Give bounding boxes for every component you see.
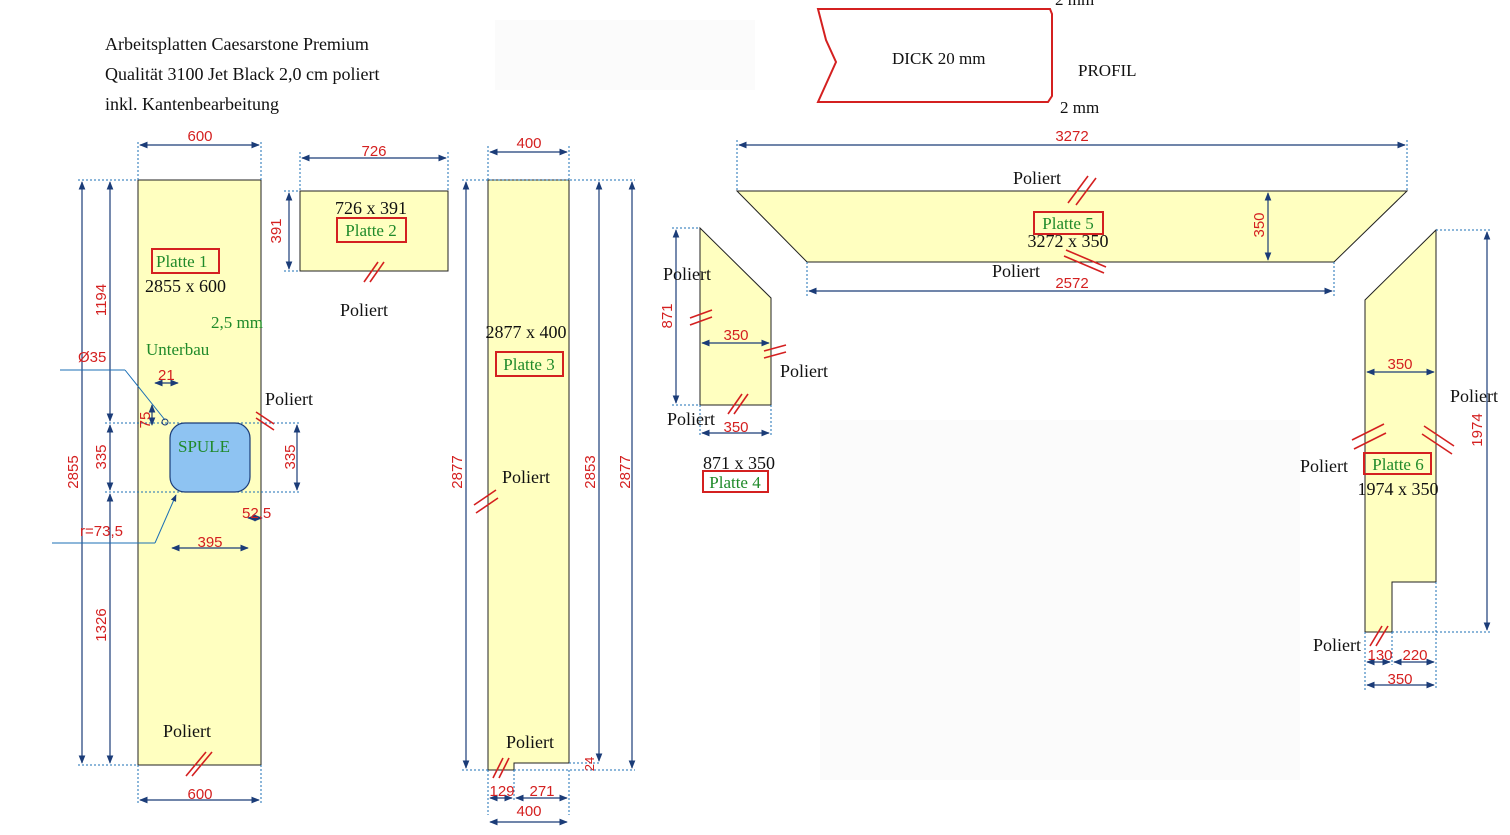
plate-6-width-bottom: 350 (1387, 671, 1412, 688)
plate-4: 871 x 350 Platte 4 871 350 350 Poliert P… (659, 226, 828, 493)
plate-6-width-top: 350 (1387, 356, 1412, 373)
plate-2-name: Platte 2 (345, 221, 396, 240)
plate-2-size: 726 x 391 (335, 198, 407, 218)
plate-4-shape (699, 226, 772, 406)
plate-2-label-box (336, 217, 407, 243)
plate-3-width-top: 400 (516, 135, 541, 152)
plate-1-width-top: 600 (187, 128, 212, 145)
tap-hole-offset-x: 21 (158, 367, 175, 384)
plate-4-size: 871 x 350 (703, 453, 775, 473)
plate-1-seg-mid: 335 (93, 444, 110, 469)
plate-2-polished: Poliert (340, 300, 388, 320)
plate-4-width-mid: 350 (723, 327, 748, 344)
plate-6-bottom-left: 130 (1367, 647, 1392, 664)
plate-6-size: 1974 x 350 (1358, 479, 1439, 499)
plate-1-mount-note: Unterbau (146, 340, 210, 359)
plate-1-label-box (151, 248, 220, 274)
plate-3-length-left: 2877 (449, 455, 466, 488)
plate-1-seg-bottom: 1326 (93, 608, 110, 641)
plate-3-bottom-right: 271 (529, 783, 554, 800)
plate-2: 726 x 391 Platte 2 726 391 Poliert (268, 143, 449, 320)
plate-3-polished-mid: Poliert (502, 467, 550, 487)
plate-1-width-bottom: 600 (187, 786, 212, 803)
sink-shape (169, 422, 251, 493)
plate-6-polished-bottom: Poliert (1313, 635, 1361, 655)
plate-5-depth: 350 (1251, 212, 1268, 237)
plate-6: Platte 6 1974 x 350 350 1974 130 220 350… (1300, 228, 1498, 690)
plate-5-bottom-length: 2572 (1055, 275, 1088, 292)
plate-3-label-box (495, 351, 564, 377)
profile-outline (816, 8, 1053, 103)
plate-2-height: 391 (268, 218, 285, 243)
plate-6-label-box (1363, 452, 1432, 475)
plate-5-top-length: 3272 (1055, 128, 1088, 145)
plate-5-polished-bottom: Poliert (992, 261, 1040, 281)
plate-3-size: 2877 x 400 (486, 322, 567, 342)
plate-4-polished-top: Poliert (663, 264, 711, 284)
plate-5: Platte 5 3272 x 350 3272 2572 350 Polier… (735, 128, 1409, 296)
plate-3-length-right: 2877 (617, 455, 634, 488)
plate-5-label-box (1033, 211, 1104, 235)
plate-4-height: 871 (659, 303, 676, 328)
profile-chamfer-top: 2 mm (1055, 0, 1094, 9)
background-smudge-top (495, 20, 755, 90)
plate-1-name: Platte 1 (156, 252, 207, 271)
plate-5-polished-top: Poliert (1013, 168, 1061, 188)
plate-4-width-bottom: 350 (723, 419, 748, 436)
header-line-1: Arbeitsplatten Caesarstone Premium (105, 34, 369, 54)
plate-3-notch-height: 24 (582, 757, 597, 771)
plate-5-size: 3272 x 350 (1028, 231, 1109, 251)
header-line-2: Qualität 3100 Jet Black 2,0 cm poliert (105, 64, 379, 84)
plate-6-shape (1364, 228, 1437, 633)
plate-1: Platte 1 2855 x 600 2,5 mm Unterbau SPUL… (52, 128, 313, 805)
plate-2-shape (299, 190, 449, 272)
tap-hole-diameter: Ø35 (78, 349, 106, 366)
plate-6-length: 1974 (1469, 413, 1486, 446)
plate-2-width: 726 (361, 143, 386, 160)
plate-1-seg-top: 1194 (93, 284, 110, 316)
plate-6-bottom-right: 220 (1402, 647, 1427, 664)
tap-hole-offset-y: 75 (137, 412, 154, 429)
plate-6-polished-right: Poliert (1450, 386, 1498, 406)
plate-5-name: Platte 5 (1042, 214, 1093, 233)
profile-diagram: DICK 20 mm PROFIL 2 mm 2 mm (816, 0, 1137, 117)
profile-chamfer-bottom: 2 mm (1060, 98, 1099, 117)
sink-label: SPULE (178, 437, 230, 456)
profile-thickness: DICK 20 mm (892, 49, 986, 68)
plate-3-bottom-left: 129 (489, 783, 514, 800)
plate-3-width-bottom: 400 (516, 803, 541, 820)
plate-4-label-box (702, 470, 769, 493)
header-line-3: inkl. Kantenbearbeitung (105, 94, 279, 114)
plate-6-polished-left: Poliert (1300, 456, 1348, 476)
plate-3: 2877 x 400 Platte 3 400 2877 2853 2877 2… (449, 135, 636, 826)
plate-1-length: 2855 (65, 455, 82, 488)
plate-4-name: Platte 4 (709, 473, 761, 492)
plate-3-polished-bottom: Poliert (506, 732, 554, 752)
plate-3-name: Platte 3 (503, 355, 554, 374)
plate-1-polished-bottom: Poliert (163, 721, 211, 741)
plate-1-polished-right: Poliert (265, 389, 313, 409)
background-smudge (820, 420, 1300, 780)
sink-height: 335 (282, 444, 299, 469)
sink-offset-right: 52,5 (242, 505, 271, 522)
plate-4-polished-right: Poliert (780, 361, 828, 381)
plate-4-polished-bottom: Poliert (667, 409, 715, 429)
profile-label: PROFIL (1078, 61, 1137, 80)
sink-width: 395 (197, 534, 222, 551)
plate-6-name: Platte 6 (1372, 455, 1423, 474)
plate-1-edge-note: 2,5 mm (211, 313, 263, 332)
tap-hole (161, 418, 169, 426)
plate-3-length-inner: 2853 (582, 455, 599, 488)
sink-radius: r=73,5 (80, 523, 123, 540)
plate-1-size: 2855 x 600 (145, 276, 226, 296)
